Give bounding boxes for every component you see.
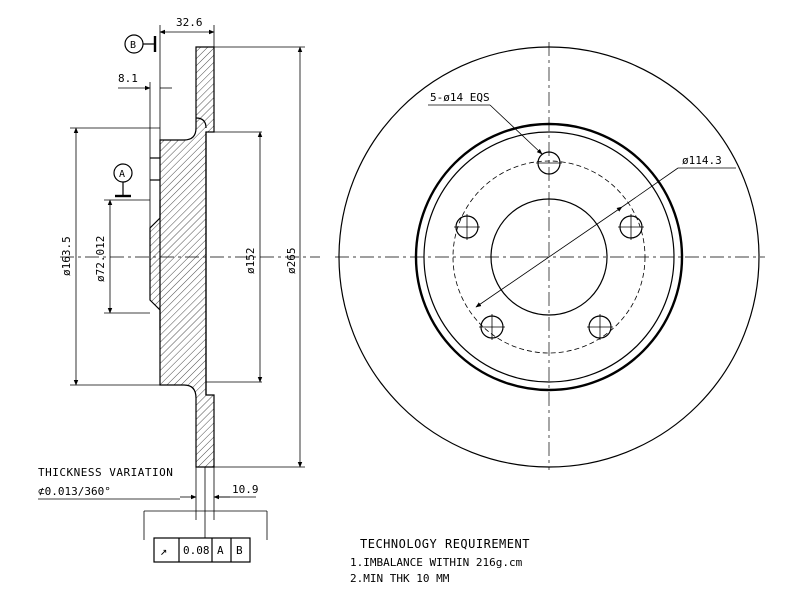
dim-163-5: ø163.5 [60, 127, 79, 386]
datum-a-label: A [119, 169, 125, 180]
tolerance-value: 0.08 [183, 544, 210, 557]
dim-163-5-label: ø163.5 [60, 236, 73, 276]
dim-265-label: ø265 [285, 248, 298, 275]
datum-b: B [124, 34, 157, 54]
bolt-hole [536, 151, 562, 175]
requirement-line-2: 2.MIN THK 10 MM [350, 572, 450, 585]
dim-32-6-label: 32.6 [176, 16, 203, 29]
holes-callout: 5-ø14 EQS [428, 91, 543, 155]
tolerance-datum-a: A [217, 544, 224, 557]
dim-10-9: 10.9 [180, 483, 259, 500]
bolt-hole [479, 314, 505, 340]
pcd-dimension: ø114.3 [475, 154, 736, 308]
thickness-variation-title: THICKNESS VARIATION [38, 466, 173, 479]
tolerance-frame-box [153, 537, 251, 563]
dim-72-012: ø72.012 [94, 199, 113, 314]
tolerance-datum-b: B [236, 544, 243, 557]
bolt-hole [618, 214, 644, 240]
tolerance-frame: ↗ 0.08 A B [143, 467, 268, 563]
dim-8-1-label: 8.1 [118, 72, 138, 85]
holes-label: 5-ø14 EQS [430, 91, 490, 104]
dim-152: ø152 [244, 131, 263, 383]
technology-requirement: TECHNOLOGY REQUIREMENT 1.IMBALANCE WITHI… [350, 537, 530, 585]
datum-a: A [113, 163, 133, 198]
runout-symbol: ↗ [160, 544, 167, 558]
thickness-variation-value: ⊄0.013/360° [38, 485, 111, 498]
thickness-variation: THICKNESS VARIATION ⊄0.013/360° [38, 466, 180, 500]
hat-lip [195, 117, 207, 129]
dim-265: ø265 [285, 46, 303, 468]
dim-8-1: 8.1 [118, 72, 172, 91]
requirement-title: TECHNOLOGY REQUIREMENT [360, 537, 530, 551]
datum-b-label: B [130, 40, 136, 51]
dim-10-9-label: 10.9 [232, 483, 259, 496]
pcd-label: ø114.3 [682, 154, 722, 167]
bolt-hole [454, 214, 480, 240]
bolt-hole [587, 314, 613, 340]
dim-32-6: 32.6 [159, 16, 215, 35]
dim-72-012-label: ø72.012 [94, 236, 107, 282]
dim-152-label: ø152 [244, 248, 257, 275]
section-view [60, 25, 320, 520]
requirement-line-1: 1.IMBALANCE WITHIN 216g.cm [350, 556, 523, 569]
